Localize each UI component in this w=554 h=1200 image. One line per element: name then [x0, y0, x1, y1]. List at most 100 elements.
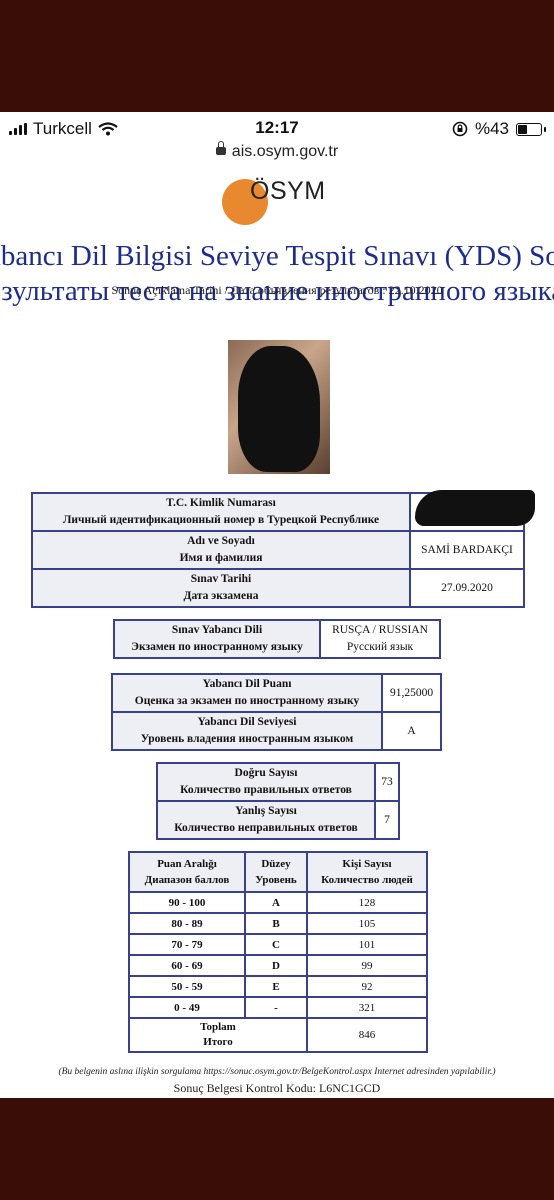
range-cell: 80 - 89	[128, 912, 246, 935]
language-label-ru: Экзамен по иностранному языку	[131, 641, 303, 653]
candidate-photo	[228, 340, 330, 474]
range-cell: 50 - 59	[128, 975, 246, 998]
logo-text: ÖSYM	[250, 177, 326, 205]
carrier-name: Turkcell	[33, 119, 92, 138]
clock: 12:17	[255, 118, 299, 137]
total-label-ru: Итого	[203, 1036, 233, 1048]
date-label: Sınav Tarihi Дата экзамена	[31, 568, 411, 608]
level-cell: E	[244, 975, 308, 998]
battery-fill	[518, 124, 527, 134]
score-value: 91,25000	[381, 673, 442, 713]
level-cell: D	[244, 954, 308, 977]
header-count: Kişi Sayısı Количество людей	[306, 851, 428, 893]
table-row: Sınav Tarihi Дата экзамена 27.09.2020	[31, 568, 525, 608]
answers-table: Doğru Sayısı Количество правильных ответ…	[156, 762, 400, 840]
name-label: Adı ve Soyadı Имя и фамилия	[31, 530, 411, 570]
carrier-status: Turkcell	[9, 119, 118, 139]
name-label-tr: Adı ve Soyadı	[187, 535, 255, 547]
lock-icon	[215, 141, 226, 155]
table-row: 0 - 49 - 321	[128, 996, 428, 1019]
exam-title-tr: abancı Dil Bilgisi Seviye Tespit Sınavı …	[0, 240, 554, 272]
score-label-tr: Yabancı Dil Puanı	[202, 678, 292, 690]
header-level-ru: Уровень	[255, 874, 297, 886]
table-row: 90 - 100 A 128	[128, 891, 428, 914]
correct-label-tr: Doğru Sayısı	[234, 767, 298, 779]
table-row: Yabancı Dil Puanı Оценка за экзамен по и…	[111, 673, 442, 713]
total-label: Toplam Итого	[128, 1017, 308, 1053]
count-cell: 321	[306, 996, 428, 1019]
bottom-dark-band	[0, 1098, 554, 1200]
phone-screen: Turkcell 12:17 %43 ais.osym.gov.tr ÖSYM …	[0, 112, 554, 1098]
name-value: SAMİ BARDAKÇI	[409, 530, 525, 570]
tc-label-tr: T.C. Kimlik Numarası	[166, 497, 276, 509]
language-value-ru: Русский язык	[346, 641, 414, 653]
header-level: Düzey Уровень	[244, 851, 308, 893]
battery-icon	[516, 122, 546, 136]
range-cell: 90 - 100	[128, 891, 246, 914]
level-label: Yabancı Dil Seviyesi Уровень владения ин…	[111, 711, 383, 751]
table-row: 50 - 59 E 92	[128, 975, 428, 998]
count-cell: 101	[306, 933, 428, 956]
header-range: Puan Aralığı Диапазон баллов	[128, 851, 246, 893]
table-total-row: Toplam Итого 846	[128, 1017, 428, 1053]
count-cell: 105	[306, 912, 428, 935]
table-row: 60 - 69 D 99	[128, 954, 428, 977]
total-label-tr: Toplam	[200, 1021, 236, 1033]
level-cell: -	[244, 996, 308, 1019]
table-row: 70 - 79 C 101	[128, 933, 428, 956]
osym-logo: ÖSYM	[222, 177, 325, 229]
level-cell: C	[244, 933, 308, 956]
language-label-tr: Sınav Yabancı Dili	[171, 624, 263, 636]
date-value: 27.09.2020	[409, 568, 525, 608]
tc-label-ru: Личный идентификационный номер в Турецко…	[62, 514, 380, 526]
date-label-ru: Дата экзамена	[183, 590, 259, 602]
distribution-table: Puan Aralığı Диапазон баллов Düzey Урове…	[128, 851, 428, 1053]
table-row: Doğru Sayısı Количество правильных ответ…	[156, 762, 400, 802]
name-label-ru: Имя и фамилия	[179, 552, 263, 564]
address-bar[interactable]: ais.osym.gov.tr	[0, 141, 554, 161]
top-dark-band	[0, 0, 554, 112]
logo-circle	[222, 179, 268, 225]
tc-number-redaction	[415, 490, 535, 526]
correct-label: Doğru Sayısı Количество правильных ответ…	[156, 762, 376, 802]
table-header-row: Puan Aralığı Диапазон баллов Düzey Урове…	[128, 851, 428, 893]
header-count-ru: Количество людей	[321, 874, 413, 886]
range-cell: 0 - 49	[128, 996, 246, 1019]
table-row: Sınav Yabancı Dili Экзамен по иностранно…	[113, 619, 441, 659]
verification-note: (Bu belgenin aslına ilişkin sorgulama ht…	[58, 1067, 496, 1077]
tc-label: T.C. Kimlik Numarası Личный идентификаци…	[31, 492, 411, 532]
rotation-lock-icon	[452, 121, 468, 137]
score-table: Yabancı Dil Puanı Оценка за экзамен по и…	[111, 673, 442, 751]
table-row: Yabancı Dil Seviyesi Уровень владения ин…	[111, 711, 442, 751]
header-count-tr: Kişi Sayısı	[342, 858, 392, 870]
language-label: Sınav Yabancı Dili Экзамен по иностранно…	[113, 619, 321, 659]
url-text: ais.osym.gov.tr	[231, 143, 339, 160]
count-cell: 128	[306, 891, 428, 914]
table-row: 80 - 89 B 105	[128, 912, 428, 935]
level-value: A	[381, 711, 442, 751]
level-label-ru: Уровень владения иностранным языком	[140, 733, 354, 745]
score-label: Yabancı Dil Puanı Оценка за экзамен по и…	[111, 673, 383, 713]
header-range-tr: Puan Aralığı	[157, 858, 217, 870]
wifi-icon	[98, 122, 118, 136]
right-status: %43	[452, 119, 546, 139]
header-level-tr: Düzey	[261, 858, 291, 870]
count-cell: 92	[306, 975, 428, 998]
language-value: RUSÇA / RUSSIAN Русский язык	[319, 619, 441, 659]
correct-value: 73	[374, 762, 400, 802]
correct-label-ru: Количество правильных ответов	[180, 784, 352, 796]
table-row: Yanlış Sayısı Количество неправильных от…	[156, 800, 400, 840]
range-cell: 70 - 79	[128, 933, 246, 956]
level-label-tr: Yabancı Dil Seviyesi	[197, 716, 297, 728]
range-cell: 60 - 69	[128, 954, 246, 977]
date-label-tr: Sınav Tarihi	[190, 573, 252, 585]
battery-percent: %43	[474, 119, 509, 138]
table-row: Adı ve Soyadı Имя и фамилия SAMİ BARDAKÇ…	[31, 530, 525, 570]
header-range-ru: Диапазон баллов	[144, 874, 230, 886]
total-value: 846	[306, 1017, 428, 1053]
score-label-ru: Оценка за экзамен по иностранному языку	[134, 695, 360, 707]
level-cell: A	[244, 891, 308, 914]
wrong-label: Yanlış Sayısı Количество неправильных от…	[156, 800, 376, 840]
language-table: Sınav Yabancı Dili Экзамен по иностранно…	[113, 619, 441, 659]
wrong-value: 7	[374, 800, 400, 840]
